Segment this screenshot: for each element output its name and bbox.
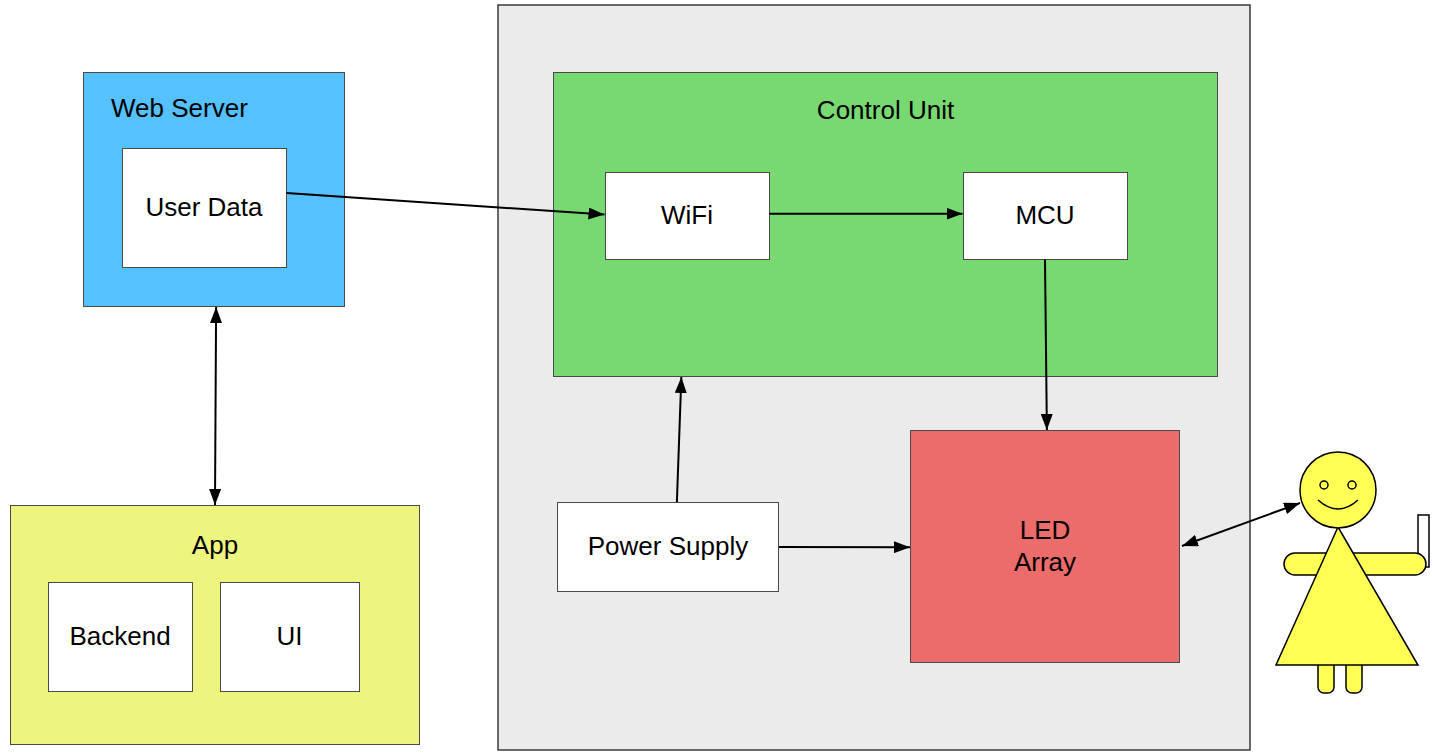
- device-housing: [498, 5, 1250, 750]
- box-title: Web Server: [84, 93, 344, 124]
- box-label: User Data: [145, 192, 262, 223]
- box-label: MCU: [1015, 200, 1074, 231]
- user-figure: [1276, 452, 1429, 693]
- app-box: AppBackend UI: [10, 505, 420, 745]
- connector-arrow: [770, 213, 963, 215]
- module-box: MCU: [963, 172, 1128, 260]
- box-title: App: [11, 530, 419, 561]
- control-unit-box: Control UnitWiFi MCU: [553, 72, 1218, 377]
- box-label: LED Array: [995, 515, 1095, 577]
- box-label: UI: [277, 621, 303, 652]
- box-title: Control Unit: [554, 95, 1217, 126]
- connector-arrow: [779, 546, 910, 548]
- module-box: Backend: [48, 582, 193, 692]
- server-box: Web ServerUser Data: [83, 72, 345, 307]
- power-supply-box: Power Supply: [557, 502, 779, 592]
- box-label: Backend: [69, 621, 170, 652]
- data-box: User Data: [122, 148, 287, 268]
- led-array-box: LED Array: [910, 430, 1180, 663]
- module-box: WiFi: [605, 172, 770, 260]
- box-label: WiFi: [661, 200, 713, 231]
- interaction-arrow: [1182, 503, 1300, 546]
- module-box: UI: [220, 582, 360, 692]
- box-label: Power Supply: [588, 531, 748, 562]
- connector-arrow: [677, 377, 681, 502]
- connector-arrow: [215, 307, 216, 505]
